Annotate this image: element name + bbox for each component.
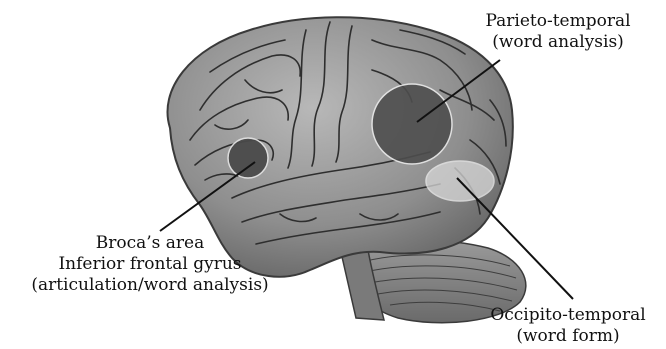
occipito-temporal-title: Occipito-temporal: [470, 305, 666, 326]
broca-region: [228, 138, 268, 178]
occipito-temporal-label: Occipito-temporal (word form): [470, 305, 666, 347]
parieto-temporal-region: [372, 84, 452, 164]
broca-title: Broca’s area: [0, 233, 300, 254]
occipito-temporal-function: (word form): [470, 326, 666, 347]
parieto-temporal-label: Parieto-temporal (word analysis): [458, 11, 658, 53]
parieto-temporal-function: (word analysis): [458, 32, 658, 53]
broca-function: (articulation/word analysis): [0, 275, 300, 296]
broca-subtitle: Inferior frontal gyrus: [0, 254, 300, 275]
broca-label: Broca’s area Inferior frontal gyrus (art…: [0, 233, 300, 296]
parieto-temporal-title: Parieto-temporal: [458, 11, 658, 32]
